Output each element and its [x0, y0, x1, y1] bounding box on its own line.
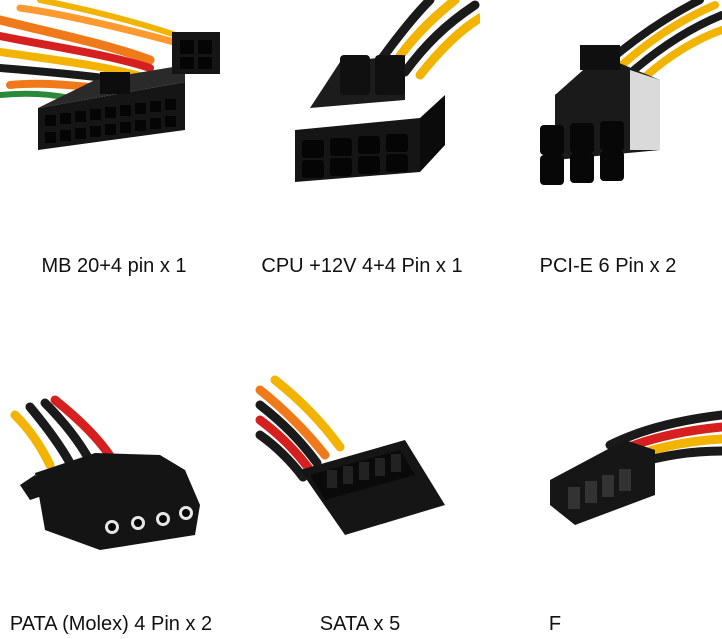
sata-connector-icon	[255, 375, 465, 565]
atx-24pin-connector-icon	[0, 0, 240, 200]
connector-label: SATA x 5	[319, 613, 401, 635]
connector-label: PATA (Molex) 4 Pin x 2	[9, 613, 213, 635]
connector-label: F	[548, 613, 562, 635]
molex-4pin-connector-icon	[0, 395, 240, 575]
connector-label: CPU +12V 4+4 Pin x 1	[261, 255, 463, 277]
pcie-6pin-connector-icon	[530, 0, 722, 200]
connector-label: MB 20+4 pin x 1	[41, 255, 187, 277]
floppy-connector-icon	[530, 395, 722, 535]
connector-label: PCI-E 6 Pin x 2	[539, 255, 677, 277]
eps-8pin-connector-icon	[280, 0, 485, 200]
